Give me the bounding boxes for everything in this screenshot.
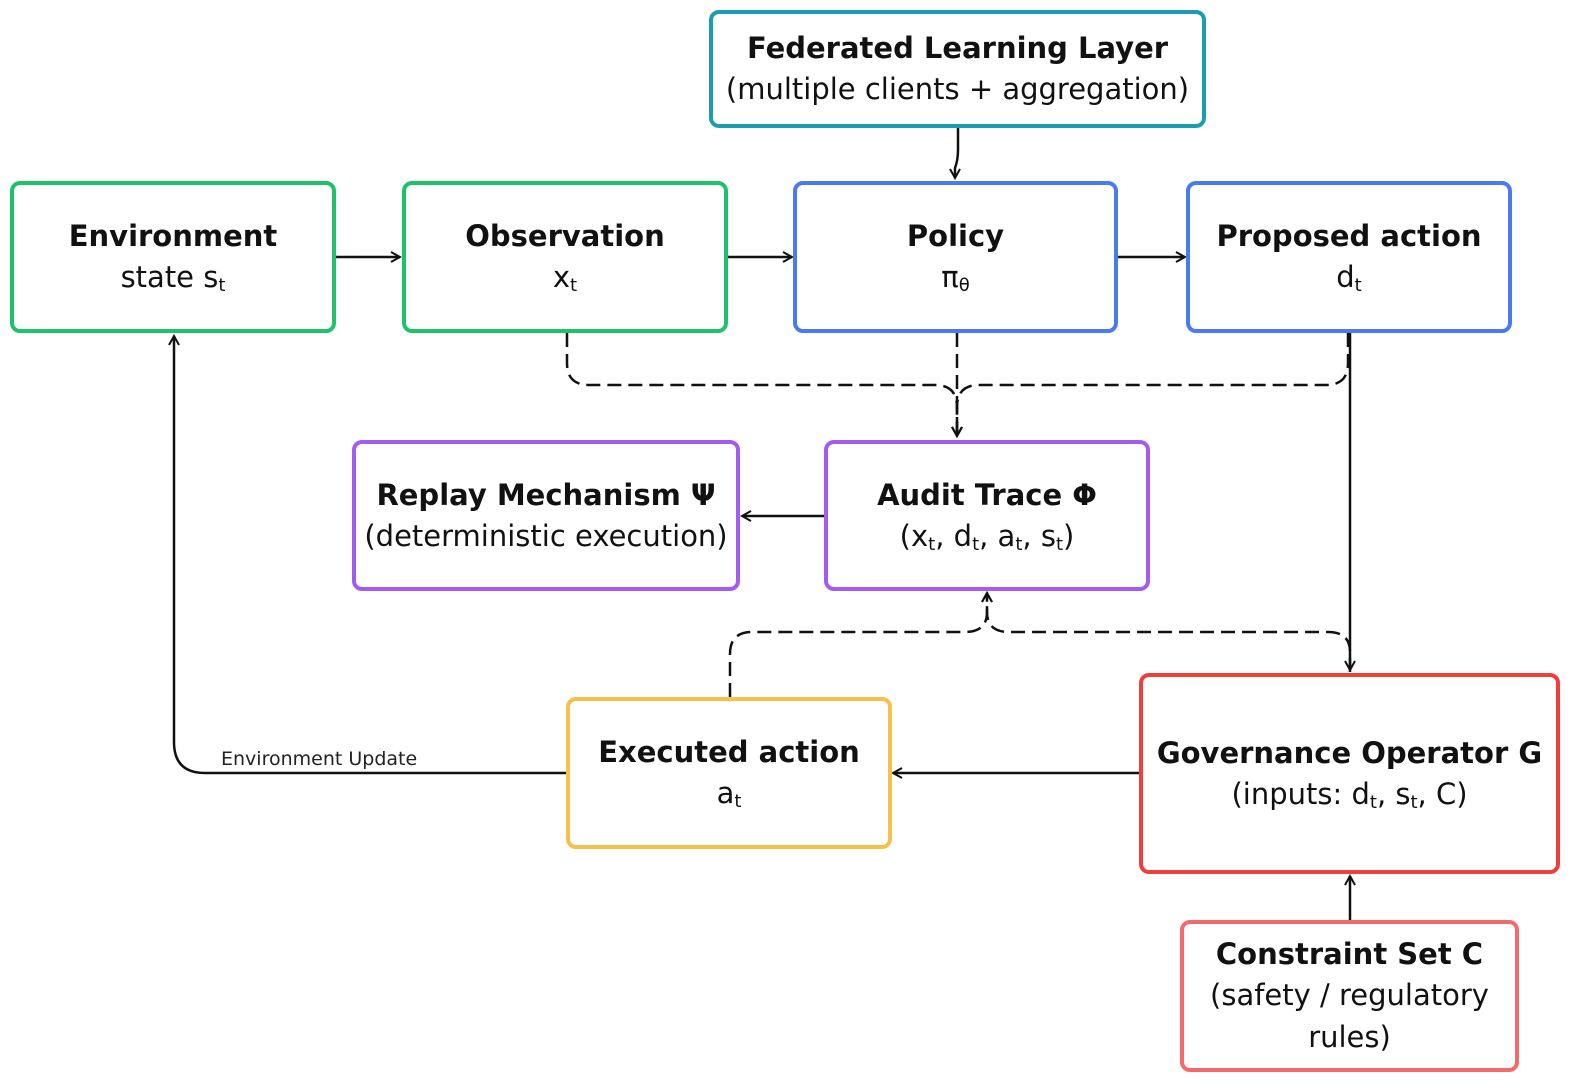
proposed-action-index: t [1354,275,1362,296]
audit-trace-index: t [928,533,936,555]
audit-trace-text: , a [979,518,1016,553]
governance-operator-index: t [1410,791,1418,813]
federated-learning-node[interactable]: Federated Learning Layer (multiple clien… [709,10,1206,128]
environment-update-label: Environment Update [221,748,418,770]
audit-trace-text: , d [935,518,973,553]
replay-mechanism-node[interactable]: Replay Mechanism Ψ (deterministic execut… [352,440,740,591]
governance-operator-subtitle: (inputs: dt, st, C) [1231,773,1467,815]
audit-trace-subtitle: (xt, dt, at, st) [900,515,1075,557]
policy-title: Policy [906,219,1005,253]
replay-mechanism-subtitle: (deterministic execution) [364,518,728,553]
governance-operator-index: t [1369,791,1377,813]
governance-operator-text: , s [1376,776,1411,811]
proposed-action-symbol: d [1336,260,1355,294]
environment-subtitle: state st [121,256,226,298]
federated-learning-title: Federated Learning Layer [746,31,1169,65]
executed-action-node[interactable]: Executed action at [566,697,892,849]
governance-operator-text: (inputs: d [1231,776,1370,811]
audit-trace-index: t [1055,533,1064,555]
replay-mechanism-title: Replay Mechanism Ψ [376,477,716,512]
arrow-federated-to-policy [955,128,958,178]
constraint-set-node[interactable]: Constraint Set C (safety / regulatory ru… [1180,920,1519,1072]
environment-title: Environment [68,219,278,253]
arrow-executed-to-environment [174,336,566,775]
governance-operator-title: Governance Operator G [1156,735,1543,770]
observation-index: t [570,275,578,296]
federated-learning-subtitle: (multiple clients + aggregation) [725,72,1190,106]
governance-operator-text: , C) [1417,776,1468,811]
proposed-action-node[interactable]: Proposed action dt [1186,181,1512,333]
audit-trace-text: , s [1022,518,1056,553]
audit-trace-text: ) [1063,518,1075,553]
observation-symbol: x [552,260,571,294]
observation-subtitle: xt [553,256,577,298]
dashed-observation-to-audit [565,333,957,436]
executed-action-symbol: a [716,776,735,810]
audit-trace-index: t [1015,533,1023,555]
audit-trace-node[interactable]: Audit Trace Φ (xt, dt, at, st) [824,440,1150,591]
executed-action-title: Executed action [598,735,860,769]
dashed-governance-to-audit [987,593,1352,672]
environment-node[interactable]: Environment state st [10,181,336,333]
constraint-set-title: Constraint Set C [1215,937,1484,971]
proposed-action-subtitle: dt [1336,256,1361,298]
observation-node[interactable]: Observation xt [402,181,728,333]
policy-index: θ [958,275,970,296]
policy-node[interactable]: Policy πθ [793,181,1118,333]
governance-operator-node[interactable]: Governance Operator G (inputs: dt, st, C… [1139,673,1560,874]
executed-action-subtitle: at [717,772,742,814]
audit-trace-text: (x [899,518,929,553]
proposed-action-title: Proposed action [1216,219,1482,253]
environment-state-symbol: state s [120,260,219,294]
environment-state-index: t [218,275,226,296]
dashed-executed-to-audit [728,593,987,697]
constraint-set-line-2: rules) [1308,1020,1391,1054]
policy-symbol: π [941,260,959,294]
audit-trace-index: t [972,533,980,555]
policy-subtitle: πθ [941,256,969,298]
audit-trace-title: Audit Trace Φ [877,477,1097,512]
dashed-proposed-to-audit [957,333,1350,436]
observation-title: Observation [465,219,665,253]
constraint-set-line-1: (safety / regulatory [1210,978,1489,1012]
executed-action-index: t [734,791,742,812]
